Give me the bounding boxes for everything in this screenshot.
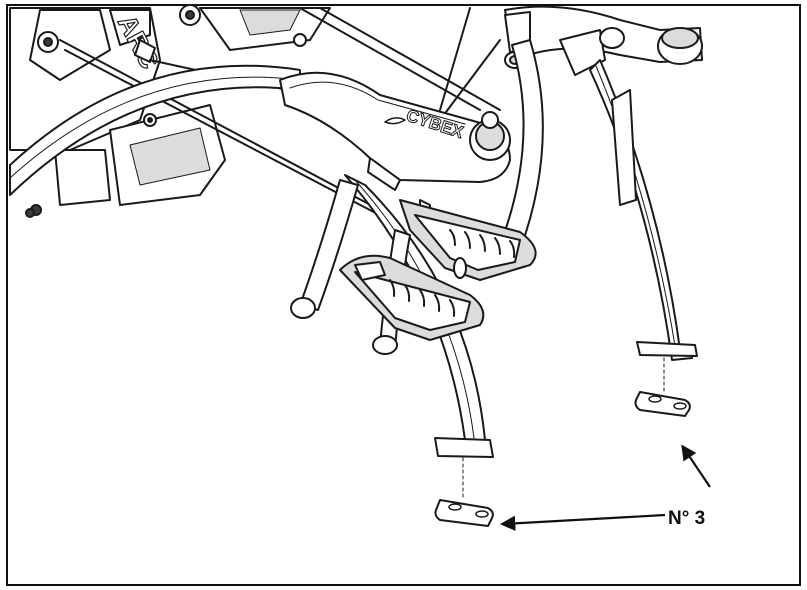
handle-arm [504,5,703,76]
foot-pad [434,357,691,527]
drive-assembly: ARC [9,4,331,218]
pedal-lower [339,254,485,341]
arrow-icon [499,513,666,532]
pedal-upper [399,199,537,281]
callout-arrows [499,444,711,532]
machine-illustration: ARC [9,4,703,527]
console-housing: CYBEX [279,71,511,191]
arrow-icon [681,444,711,488]
right-arch [499,39,698,361]
part-number-label: N° 3 [668,508,706,529]
